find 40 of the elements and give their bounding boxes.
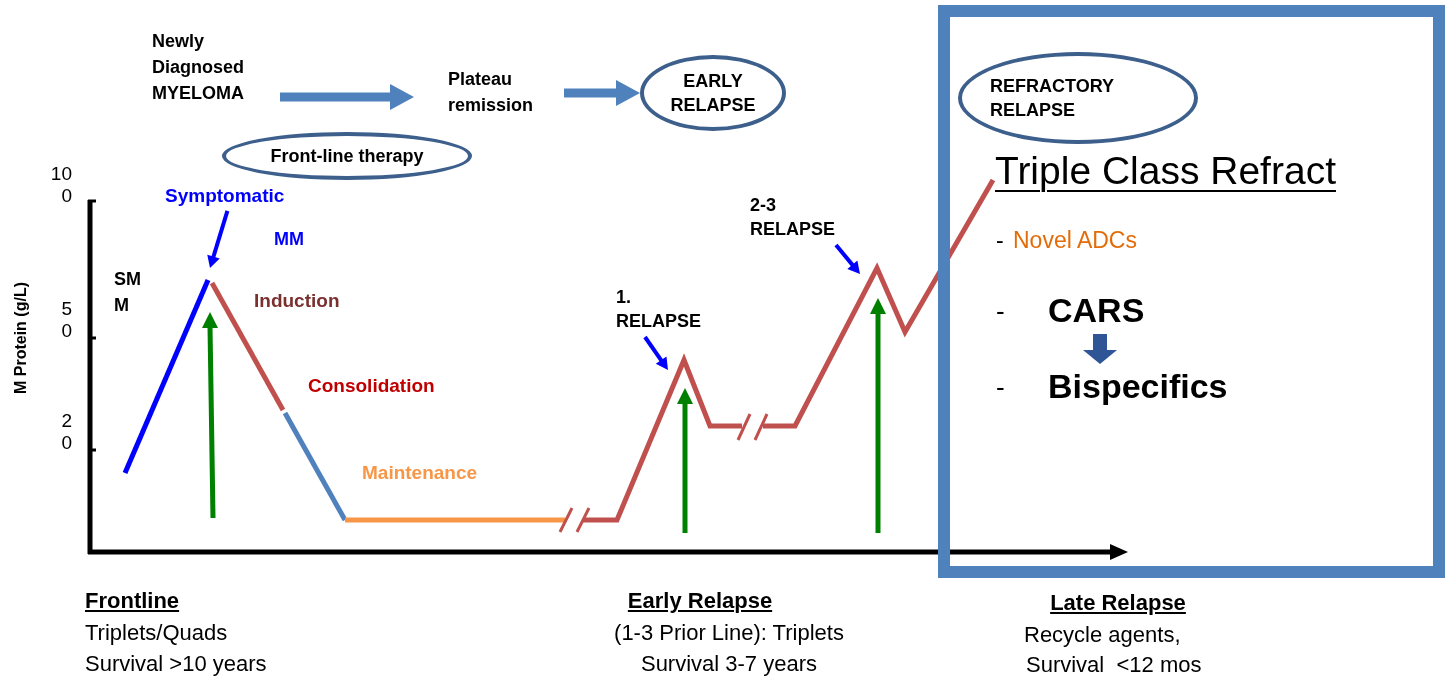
stage-text: Triplets/Quads xyxy=(85,619,228,647)
stage-text: (1-3 Prior Line): Triplets xyxy=(613,619,845,647)
dash-text: - xyxy=(996,372,1005,402)
axis-title: M Protein (g/L) xyxy=(11,281,30,396)
stage-text: Survival <12 mos xyxy=(1026,651,1202,679)
dash-text: - xyxy=(996,226,1004,254)
callout-text: 1. RELAPSE xyxy=(616,285,708,337)
dash-text: - xyxy=(996,296,1005,326)
axis-tick-label: 5 0 xyxy=(60,298,72,342)
leader-arrow xyxy=(834,243,860,274)
axis-tick-label: 2 0 xyxy=(60,410,72,454)
stage-text: Survival >10 years xyxy=(85,650,267,678)
stage-text: Plateau remission xyxy=(448,66,562,120)
phase-label: Induction xyxy=(254,289,340,313)
block-arrow xyxy=(1083,334,1117,364)
therapy-ellipse: Front-line therapy xyxy=(222,132,472,180)
panel-heading: Triple Class Refract xyxy=(995,148,1336,194)
stage-text: Survival 3-7 years xyxy=(639,650,819,678)
phase-label: SM M xyxy=(114,268,142,317)
stage-text: Recycle agents, xyxy=(1024,621,1181,649)
stage-heading: Late Relapse xyxy=(1049,589,1187,617)
leader-arrow xyxy=(207,210,230,268)
phase-label: Consolidation xyxy=(308,374,435,398)
late-relapse-panel xyxy=(938,5,1445,578)
option-text: Novel ADCs xyxy=(1013,226,1137,255)
stage-text: Newly Diagnosed MYELOMA xyxy=(152,28,278,108)
callout-text: Symptomatic xyxy=(165,183,315,209)
stage-heading: Early Relapse xyxy=(626,587,774,615)
stage-heading: Frontline xyxy=(85,587,180,615)
callout-text: 2-3 RELAPSE xyxy=(750,193,842,245)
therapy-text: Bispecifics xyxy=(1048,364,1248,408)
stage-ellipse: REFRACTORY RELAPSE xyxy=(958,52,1198,144)
stage-ellipse: EARLY RELAPSE xyxy=(640,55,786,131)
phase-label: MM xyxy=(274,228,304,251)
therapy-text: CARS xyxy=(1048,288,1152,332)
block-arrow xyxy=(280,84,414,110)
block-arrow xyxy=(564,80,640,106)
phase-label: Maintenance xyxy=(362,461,478,485)
axis-tick-label: 10 0 xyxy=(49,163,72,207)
leader-arrow xyxy=(643,335,668,370)
